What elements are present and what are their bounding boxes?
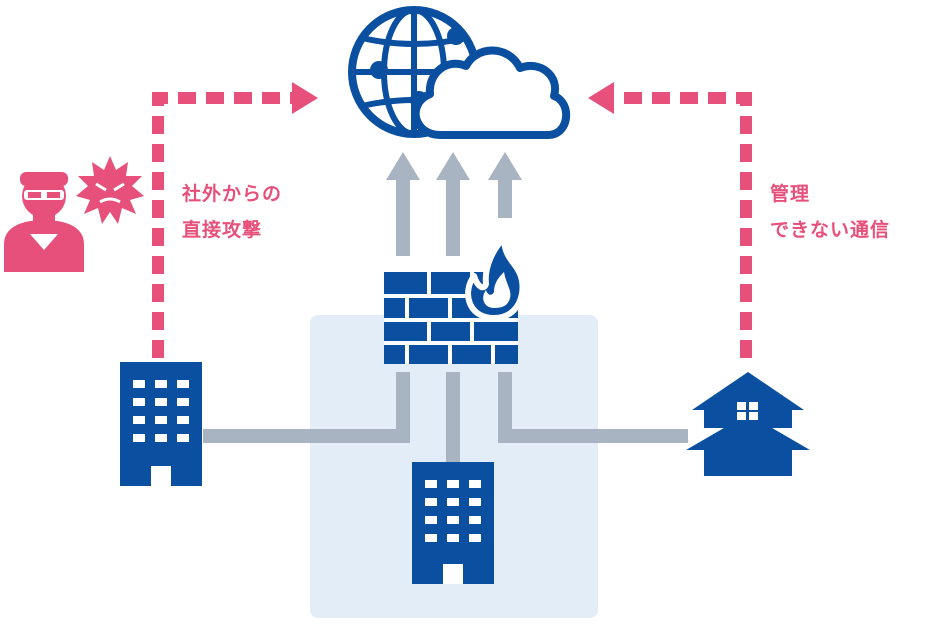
virus-icon bbox=[76, 156, 144, 224]
up-arrow-middle bbox=[436, 152, 470, 256]
up-arrow-left bbox=[386, 152, 420, 256]
unmanaged-traffic-label: 管理 できない通信 bbox=[770, 176, 890, 248]
unmanaged-label-line2: できない通信 bbox=[770, 219, 891, 241]
network-connections bbox=[203, 372, 688, 464]
attack-path bbox=[152, 92, 292, 358]
branch-connection-line bbox=[203, 372, 410, 443]
attacker-icon bbox=[4, 172, 84, 272]
branch-office-building-icon bbox=[120, 362, 202, 486]
attack-arrowhead bbox=[292, 82, 318, 114]
up-arrow-right bbox=[488, 152, 522, 218]
upward-arrows bbox=[386, 152, 522, 256]
unmanaged-path bbox=[614, 92, 752, 358]
attack-label: 社外からの 直接攻撃 bbox=[182, 176, 282, 248]
flame-icon bbox=[465, 235, 526, 321]
home-connection-line bbox=[498, 372, 688, 443]
unmanaged-label-line1: 管理 bbox=[770, 183, 811, 205]
headquarters-building-icon bbox=[412, 462, 494, 584]
unmanaged-arrowhead bbox=[588, 82, 614, 114]
home-icon bbox=[686, 372, 810, 476]
cloud-icon bbox=[411, 46, 571, 139]
attack-label-line2: 直接攻撃 bbox=[182, 219, 263, 241]
attack-label-line1: 社外からの bbox=[182, 183, 283, 205]
